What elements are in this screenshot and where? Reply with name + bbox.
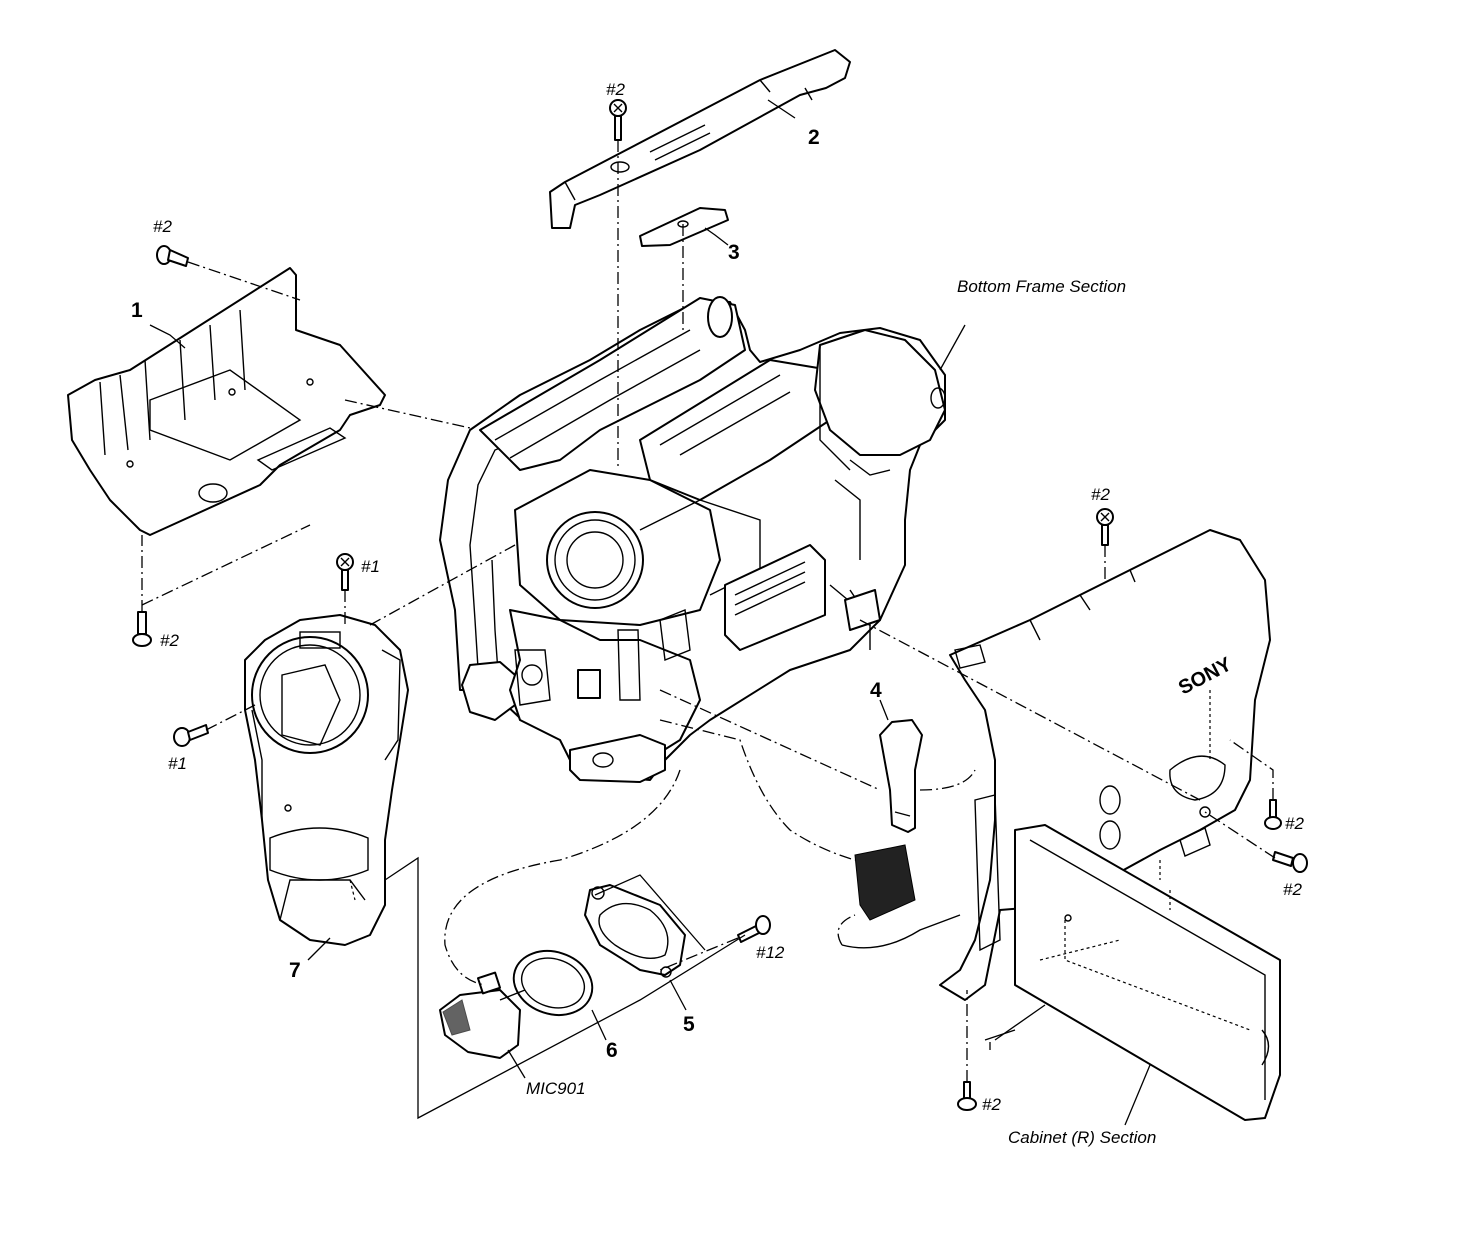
assembly-lines (141, 140, 1276, 1082)
mic901-microphone (439, 971, 526, 1059)
label-part-6: 6 (606, 1039, 618, 1062)
part-3-bracket (639, 207, 729, 247)
screw-cabinet-right2 (1272, 851, 1308, 873)
part-2-top-cover (549, 49, 851, 229)
main-chassis-assembly (439, 296, 946, 783)
part-5-mic-bracket (584, 884, 686, 978)
label-part-3: 3 (728, 241, 740, 264)
label-screw-cabinet-top: #2 (1091, 485, 1110, 504)
part-6-mic-holder (512, 950, 594, 1016)
label-cabinet-r-section: Cabinet (R) Section (1008, 1128, 1157, 1147)
label-screw-mic: #12 (756, 943, 785, 962)
leader-lines (149, 99, 1151, 1126)
screw-cabinet-top (1096, 508, 1114, 546)
label-part-2: 2 (808, 126, 820, 149)
label-part-4: 4 (870, 679, 882, 702)
label-screw-part1-top: #2 (153, 217, 172, 236)
flex-cable (841, 844, 961, 949)
label-part-1: 1 (131, 299, 143, 322)
label-part-5: 5 (683, 1013, 695, 1036)
screw-part1-top (156, 245, 189, 267)
part-1-cabinet-bottom (67, 267, 386, 536)
screw-top (609, 99, 627, 141)
label-mic901: MIC901 (526, 1079, 586, 1098)
label-screw-cabinet-right1: #2 (1285, 814, 1304, 833)
label-part-7: 7 (289, 959, 301, 982)
label-screw-part1-bottom: #2 (160, 631, 179, 650)
part-4-flap (879, 719, 923, 833)
screw-cabinet-bottom (957, 1081, 977, 1111)
label-screw-cabinet-right2: #2 (1283, 880, 1302, 899)
label-screw-lens-top: #1 (361, 557, 380, 576)
screw-lens-top (336, 553, 354, 591)
group-bracket (384, 856, 1046, 1120)
label-screw-cabinet-bottom: #2 (982, 1095, 1001, 1114)
part-7-front-cabinet (244, 614, 409, 946)
label-bottom-frame-section: Bottom Frame Section (957, 277, 1127, 296)
label-screw-top: #2 (606, 80, 625, 99)
screw-cabinet-right1 (1264, 799, 1282, 830)
cabinet-r-assembly (939, 529, 1281, 1121)
screw-part1-bottom (132, 611, 152, 647)
screw-mic (737, 915, 771, 943)
label-screw-lens-left: #1 (168, 754, 187, 773)
screw-lens-left (173, 724, 209, 747)
